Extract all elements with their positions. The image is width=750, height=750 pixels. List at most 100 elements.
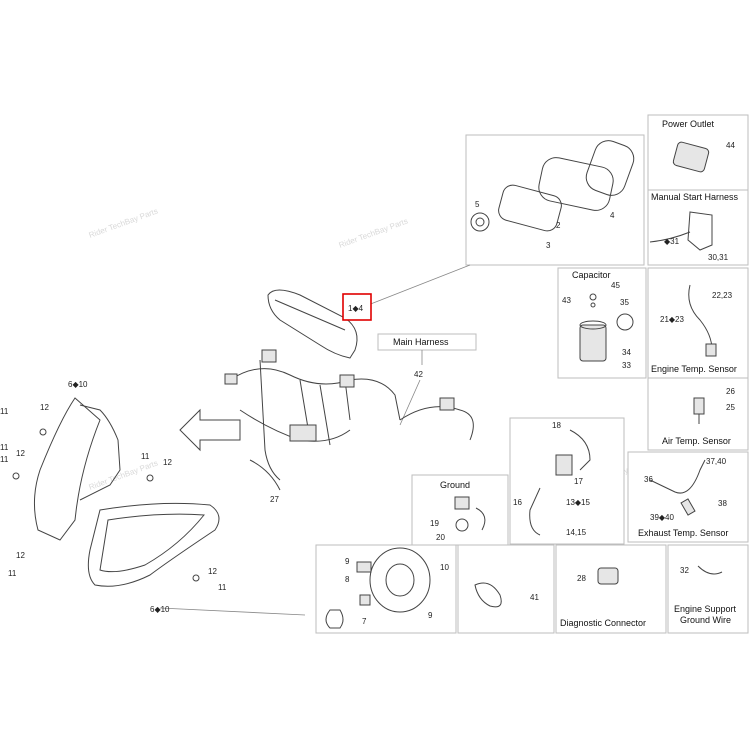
callout-10: 10: [440, 563, 449, 572]
callout-33: 33: [622, 361, 631, 370]
headlamp-bulb: [325, 609, 344, 629]
callout-39-40: 39◆40: [650, 513, 675, 522]
callout-30-31: 30,31: [708, 253, 729, 262]
air-temp-sensor-part: [693, 397, 705, 415]
callout-21-23: 21◆23: [660, 315, 685, 324]
main-assembly: 27: [179, 289, 474, 504]
manual-start-harness-title: Manual Start Harness: [651, 192, 739, 202]
exhaust-temp-sensor-title: Exhaust Temp. Sensor: [638, 528, 728, 538]
callout-2: 2: [556, 221, 561, 230]
manual-start-harness-box[interactable]: Manual Start Harness ◆31 30,31: [647, 189, 749, 266]
gauge-cluster: [267, 289, 358, 359]
callout-44: 44: [726, 141, 735, 150]
diagnostic-connector-title: Diagnostic Connector: [560, 618, 646, 628]
callout-31: ◆31: [664, 237, 680, 246]
callout-5: 5: [475, 200, 480, 209]
callout-8: 8: [345, 575, 350, 584]
callout-22-23: 22,23: [712, 291, 733, 300]
capacitor-clamp: [616, 313, 634, 331]
callout-3: 3: [546, 241, 551, 250]
watermark-1: Rider TechBay Parts: [88, 207, 159, 240]
manual-start-bracket: [687, 211, 713, 251]
harness-branch: [399, 406, 474, 441]
watermark-2: Rider TechBay Parts: [338, 217, 409, 250]
harness-main: [229, 368, 401, 421]
main-harness-title: Main Harness: [393, 337, 449, 347]
capacitor-box[interactable]: Capacitor 45 43 35 34 33: [557, 267, 647, 379]
main-harness-label[interactable]: Main Harness 42: [377, 333, 477, 426]
callout-11b: 11: [0, 443, 9, 452]
capacitor-title: Capacitor: [572, 270, 611, 280]
power-outlet-box[interactable]: Power Outlet 44: [647, 114, 749, 191]
callout-9b: 9: [428, 611, 433, 620]
cable-41-part: [474, 582, 502, 608]
callout-26: 26: [726, 387, 735, 396]
side-callouts: 6◆10 11 12 11 11 12 11 12 12 11 12 11 6◆…: [0, 380, 227, 614]
ground-box[interactable]: Ground 19 20: [411, 474, 509, 546]
connector-detail-box[interactable]: 18 17 16 13◆15 14,15: [509, 417, 625, 545]
ground-title: Ground: [440, 480, 470, 490]
callout-6-10-bot: 6◆10: [150, 605, 170, 614]
callout-20: 20: [436, 533, 445, 542]
headlight-left: [34, 397, 101, 541]
exhaust-temp-wire: [649, 459, 706, 494]
callout-42: 42: [414, 370, 423, 379]
engine-temp-wire: [688, 284, 713, 351]
power-outlet-title: Power Outlet: [662, 119, 715, 129]
callout-38: 38: [718, 499, 727, 508]
exhaust-temp-sensor-box[interactable]: 37,40 36 39◆40 38 Exhaust Temp. Sensor: [627, 451, 749, 543]
connector-wire: [529, 487, 541, 536]
callout-27: 27: [270, 495, 279, 504]
air-temp-sensor-title: Air Temp. Sensor: [662, 436, 731, 446]
capacitor-body: [579, 324, 607, 362]
callout-37-40: 37,40: [706, 457, 727, 466]
callout-11a: 11: [0, 407, 9, 416]
diagnostic-connector-part: [597, 567, 619, 585]
engine-temp-sensor-title: Engine Temp. Sensor: [651, 364, 737, 374]
bulb-socket: [356, 561, 372, 573]
callout-11e: 11: [8, 569, 17, 578]
callout-1-4-frame: [342, 293, 372, 321]
leader-gauge: [367, 264, 471, 306]
callout-11c: 11: [0, 455, 9, 464]
callout-16: 16: [513, 498, 522, 507]
callout-45: 45: [611, 281, 620, 290]
ground-washer: [455, 518, 469, 532]
engine-support-ground-box[interactable]: 32 Engine Support Ground Wire: [667, 544, 749, 634]
headlight-housing: [34, 397, 306, 616]
callout-13-15: 13◆15: [566, 498, 591, 507]
callout-7: 7: [362, 617, 367, 626]
cable-41-box[interactable]: 41: [457, 544, 555, 634]
callout-19: 19: [430, 519, 439, 528]
direction-arrow: [179, 408, 241, 452]
callout-36: 36: [644, 475, 653, 484]
gauge-lens: [585, 140, 635, 196]
callout-43: 43: [562, 296, 571, 305]
headlamp-detail-box[interactable]: 9 8 10 7 9: [315, 544, 457, 634]
callout-1-4[interactable]: 1◆4: [342, 293, 372, 321]
callout-12a: 12: [40, 403, 49, 412]
callout-41: 41: [530, 593, 539, 602]
gauge-box-frame: [465, 134, 645, 266]
callout-4: 4: [610, 211, 615, 220]
diagnostic-connector-box[interactable]: 28 Diagnostic Connector: [555, 544, 667, 634]
callout-12c: 12: [163, 458, 172, 467]
svg-text:Ground Wire: Ground Wire: [680, 615, 731, 625]
callout-28: 28: [577, 574, 586, 583]
gauge-detail-box[interactable]: 5 2 4 3: [465, 134, 645, 266]
callout-6-10-top: 6◆10: [68, 380, 88, 389]
callout-18: 18: [552, 421, 561, 430]
air-temp-sensor-box[interactable]: 26 25 Air Temp. Sensor: [647, 377, 749, 451]
engine-support-ground-title: Engine Support: [674, 604, 737, 614]
callout-25: 25: [726, 403, 735, 412]
engine-temp-sensor-box[interactable]: 22,23 21◆23 Engine Temp. Sensor: [647, 267, 749, 379]
callout-32: 32: [680, 566, 689, 575]
callout-11d: 11: [141, 452, 150, 461]
callout-12d: 12: [16, 551, 25, 560]
callout-34: 34: [622, 348, 631, 357]
callout-11f: 11: [218, 583, 227, 592]
callout-9a: 9: [345, 557, 350, 566]
gauge-housing: [538, 157, 614, 211]
